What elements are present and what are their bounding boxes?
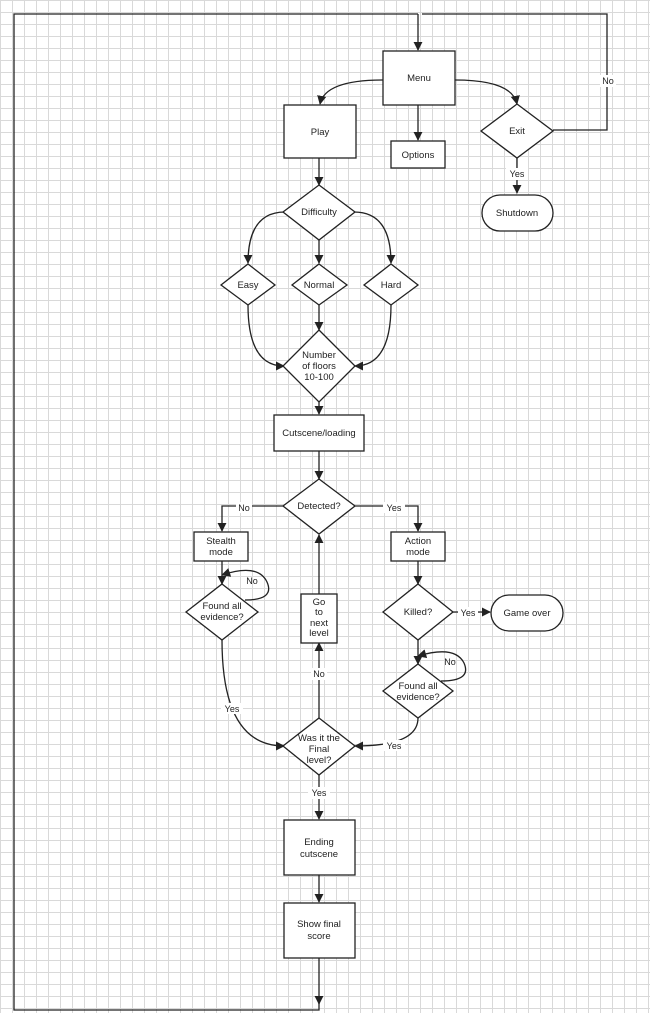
edge-easy-floors	[247, 304, 285, 371]
node-options: Options	[390, 140, 446, 169]
node-action-mode-line-1: Action	[405, 536, 431, 547]
edge-found-right-no-loop	[417, 649, 467, 682]
node-difficulty: Difficulty	[281, 184, 357, 241]
edge-found-left-final	[221, 639, 285, 751]
edge-return-loop	[13, 13, 418, 1011]
edge-labels: No Yes No Yes No Yes Yes No Yes No Yes	[221, 75, 616, 799]
node-shutdown: Shutdown	[481, 194, 554, 232]
label-final-no: No	[313, 669, 325, 679]
node-exit: Exit	[479, 103, 555, 159]
node-stealth-mode: Stealth mode	[193, 531, 249, 562]
node-show-final-score: Show final score	[283, 902, 356, 959]
node-next-level-line-2: to	[315, 607, 323, 618]
node-action-mode: Action mode	[390, 531, 446, 562]
node-game-over-label: Game over	[504, 608, 551, 619]
label-killed-yes: Yes	[461, 608, 476, 618]
label-exit-no: No	[602, 76, 614, 86]
node-final-level-line-2: Final	[309, 744, 330, 755]
node-detected: Detected?	[281, 478, 357, 535]
node-difficulty-label: Difficulty	[301, 207, 337, 218]
node-found-evidence-right-line-2: evidence?	[396, 692, 439, 703]
label-found-left-no: No	[246, 576, 258, 586]
node-floors: Number of floors 10-100	[282, 329, 356, 403]
node-found-evidence-right: Found all evidence?	[381, 663, 455, 719]
node-easy-label: Easy	[237, 280, 258, 291]
label-detected-no: No	[238, 503, 250, 513]
node-floors-line-3: 10-100	[304, 372, 334, 383]
node-show-final-score-line-2: score	[307, 931, 330, 942]
node-cutscene-loading-label: Cutscene/loading	[282, 428, 355, 439]
edges	[13, 13, 608, 1011]
node-floors-line-1: Number	[302, 350, 336, 361]
node-ending-cutscene-line-1: Ending	[304, 837, 334, 848]
label-found-right-no: No	[444, 657, 456, 667]
node-show-final-score-line-1: Show final	[297, 919, 341, 930]
node-next-level-line-1: Go	[313, 597, 326, 608]
node-ending-cutscene: Ending cutscene	[283, 819, 356, 876]
node-exit-label: Exit	[509, 126, 525, 137]
node-action-mode-line-2: mode	[406, 547, 430, 558]
edge-difficulty-hard	[353, 211, 396, 264]
label-final-yes: Yes	[312, 788, 327, 798]
label-detected-yes: Yes	[387, 503, 402, 513]
node-play-label: Play	[311, 127, 330, 138]
node-play: Play	[283, 104, 357, 159]
edge-menu-play	[317, 79, 384, 105]
node-normal-label: Normal	[304, 280, 335, 291]
node-shutdown-label: Shutdown	[496, 208, 538, 219]
node-hard-label: Hard	[381, 280, 402, 291]
node-stealth-mode-line-1: Stealth	[206, 536, 236, 547]
edge-detected-action	[354, 505, 423, 532]
node-normal: Normal	[290, 263, 349, 306]
node-cutscene-loading: Cutscene/loading	[273, 414, 365, 452]
edge-menu-exit	[454, 79, 520, 105]
node-stealth-mode-line-2: mode	[209, 547, 233, 558]
node-found-evidence-left-line-1: Found all	[202, 601, 241, 612]
node-found-evidence-left-line-2: evidence?	[200, 612, 243, 623]
node-floors-line-2: of floors	[302, 361, 336, 372]
edge-found-left-no-loop	[221, 568, 270, 601]
edge-exit-no-loop	[422, 13, 608, 131]
node-detected-label: Detected?	[297, 501, 340, 512]
node-menu: Menu	[382, 50, 456, 106]
edge-hard-floors	[354, 304, 392, 371]
node-final-level: Was it the Final level?	[281, 717, 357, 776]
node-killed: Killed?	[381, 583, 455, 641]
label-exit-yes: Yes	[510, 169, 525, 179]
edge-detected-stealth	[217, 505, 284, 532]
node-game-over: Game over	[490, 594, 564, 632]
edge-found-right-final	[354, 717, 419, 751]
node-next-level-line-4: level	[309, 628, 329, 639]
label-found-left-yes: Yes	[225, 704, 240, 714]
node-found-evidence-right-line-1: Found all	[398, 681, 437, 692]
node-final-level-line-3: level?	[307, 755, 332, 766]
node-hard: Hard	[362, 263, 420, 306]
node-next-level-line-3: next	[310, 618, 328, 629]
node-options-label: Options	[402, 150, 435, 161]
label-found-right-yes: Yes	[387, 741, 402, 751]
node-found-evidence-left: Found all evidence?	[184, 583, 260, 641]
node-menu-label: Menu	[407, 73, 431, 84]
node-ending-cutscene-line-2: cutscene	[300, 849, 338, 860]
node-easy: Easy	[219, 263, 277, 306]
node-go-to-next-level: Go to next level	[300, 593, 338, 644]
node-final-level-line-1: Was it the	[298, 733, 340, 744]
node-killed-label: Killed?	[404, 607, 433, 618]
edge-difficulty-easy	[243, 211, 286, 264]
